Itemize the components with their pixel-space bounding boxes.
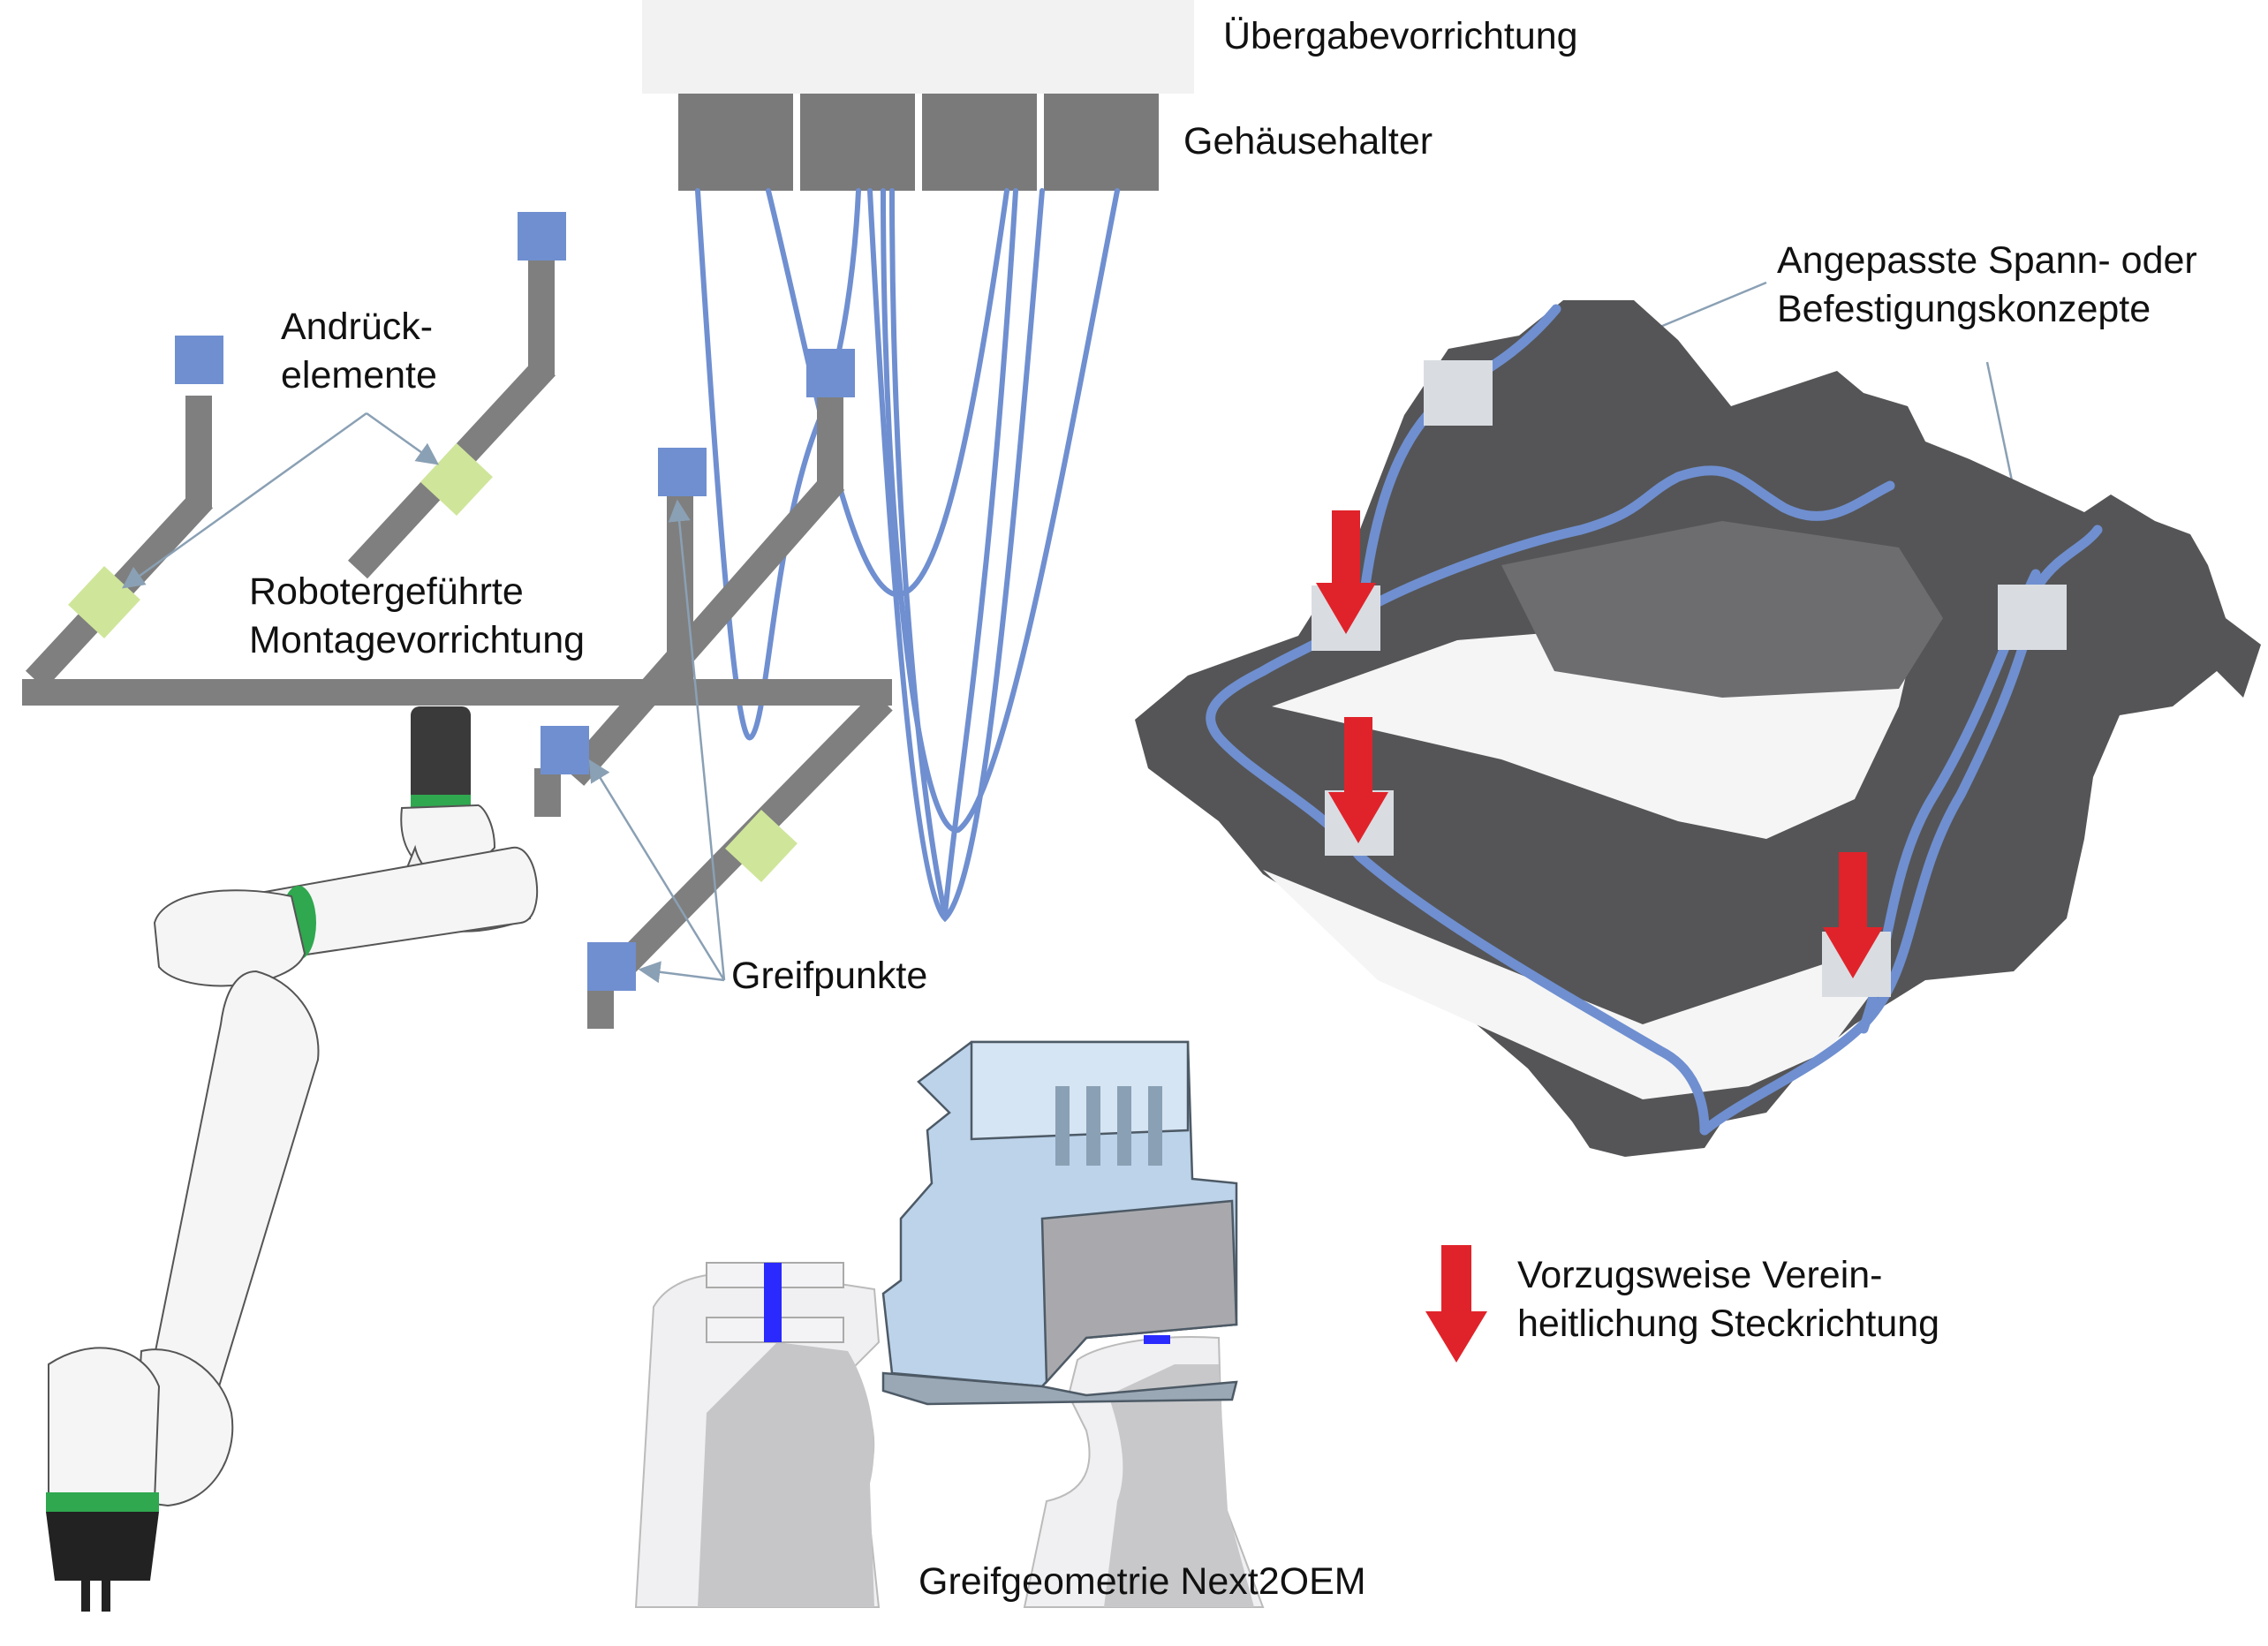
- insertion-arrows: [1316, 510, 1883, 1363]
- grip-point-1: [175, 336, 223, 384]
- label-greifgeometrie: Greifgeometrie Next2OEM: [919, 1560, 1366, 1603]
- grip-points: [175, 212, 855, 991]
- grip-point-4: [658, 448, 707, 496]
- grip-point-5: [541, 726, 589, 774]
- housing-holder-1: [678, 94, 793, 191]
- label-robotergefuehrt-2: Montagevorrichtung: [249, 619, 586, 661]
- grip-point-2: [518, 212, 566, 260]
- label-robotergefuehrt-1: Robotergeführte: [249, 570, 524, 613]
- label-andrueckelemente-2: elemente: [281, 354, 437, 396]
- label-angepasst-1: Angepasste Spann- oder: [1777, 239, 2197, 282]
- label-angepasst-2: Befestigungskonzepte: [1777, 288, 2151, 330]
- label-vorzugsweise-2: heitlichung Steckrichtung: [1517, 1302, 1940, 1345]
- grip-point-3: [806, 349, 855, 397]
- clamp-1: [1424, 360, 1493, 426]
- vehicle-frame-icon: [1135, 300, 2261, 1157]
- insertion-direction-arrow-icon: [1823, 852, 1883, 978]
- label-vorzugsweise-1: Vorzugsweise Verein-: [1517, 1254, 1883, 1296]
- gripper-finger-icon: [1023, 1335, 1265, 1608]
- label-uebergabevorrichtung: Übergabevorrichtung: [1223, 15, 1578, 57]
- clamp-2: [1998, 585, 2067, 650]
- insertion-direction-arrow-icon: [1316, 510, 1376, 634]
- insertion-direction-arrow-icon: [1328, 717, 1388, 843]
- label-gehaeusehalter: Gehäusehalter: [1183, 120, 1433, 162]
- cable-5: [881, 188, 1120, 834]
- transfer-bar: [642, 0, 1194, 94]
- insertion-direction-arrow-icon: [1425, 1245, 1487, 1363]
- housing-holders: [678, 94, 1159, 191]
- housing-holder-3: [922, 94, 1037, 191]
- robot-arm-icon: [46, 706, 539, 1612]
- connector-housing-icon: [881, 1040, 1238, 1406]
- label-greifpunkte: Greifpunkte: [731, 955, 928, 997]
- press-element-2: [420, 442, 493, 517]
- label-andrueckelemente-1: Andrück-: [281, 306, 434, 348]
- cable-3: [867, 188, 1045, 923]
- housing-holder-4: [1044, 94, 1159, 191]
- press-element-3: [725, 809, 798, 883]
- gripper-finger-icon: [634, 1262, 881, 1608]
- grip-point-6: [587, 942, 636, 991]
- cable-4: [889, 188, 1018, 915]
- housing-holder-2: [800, 94, 915, 191]
